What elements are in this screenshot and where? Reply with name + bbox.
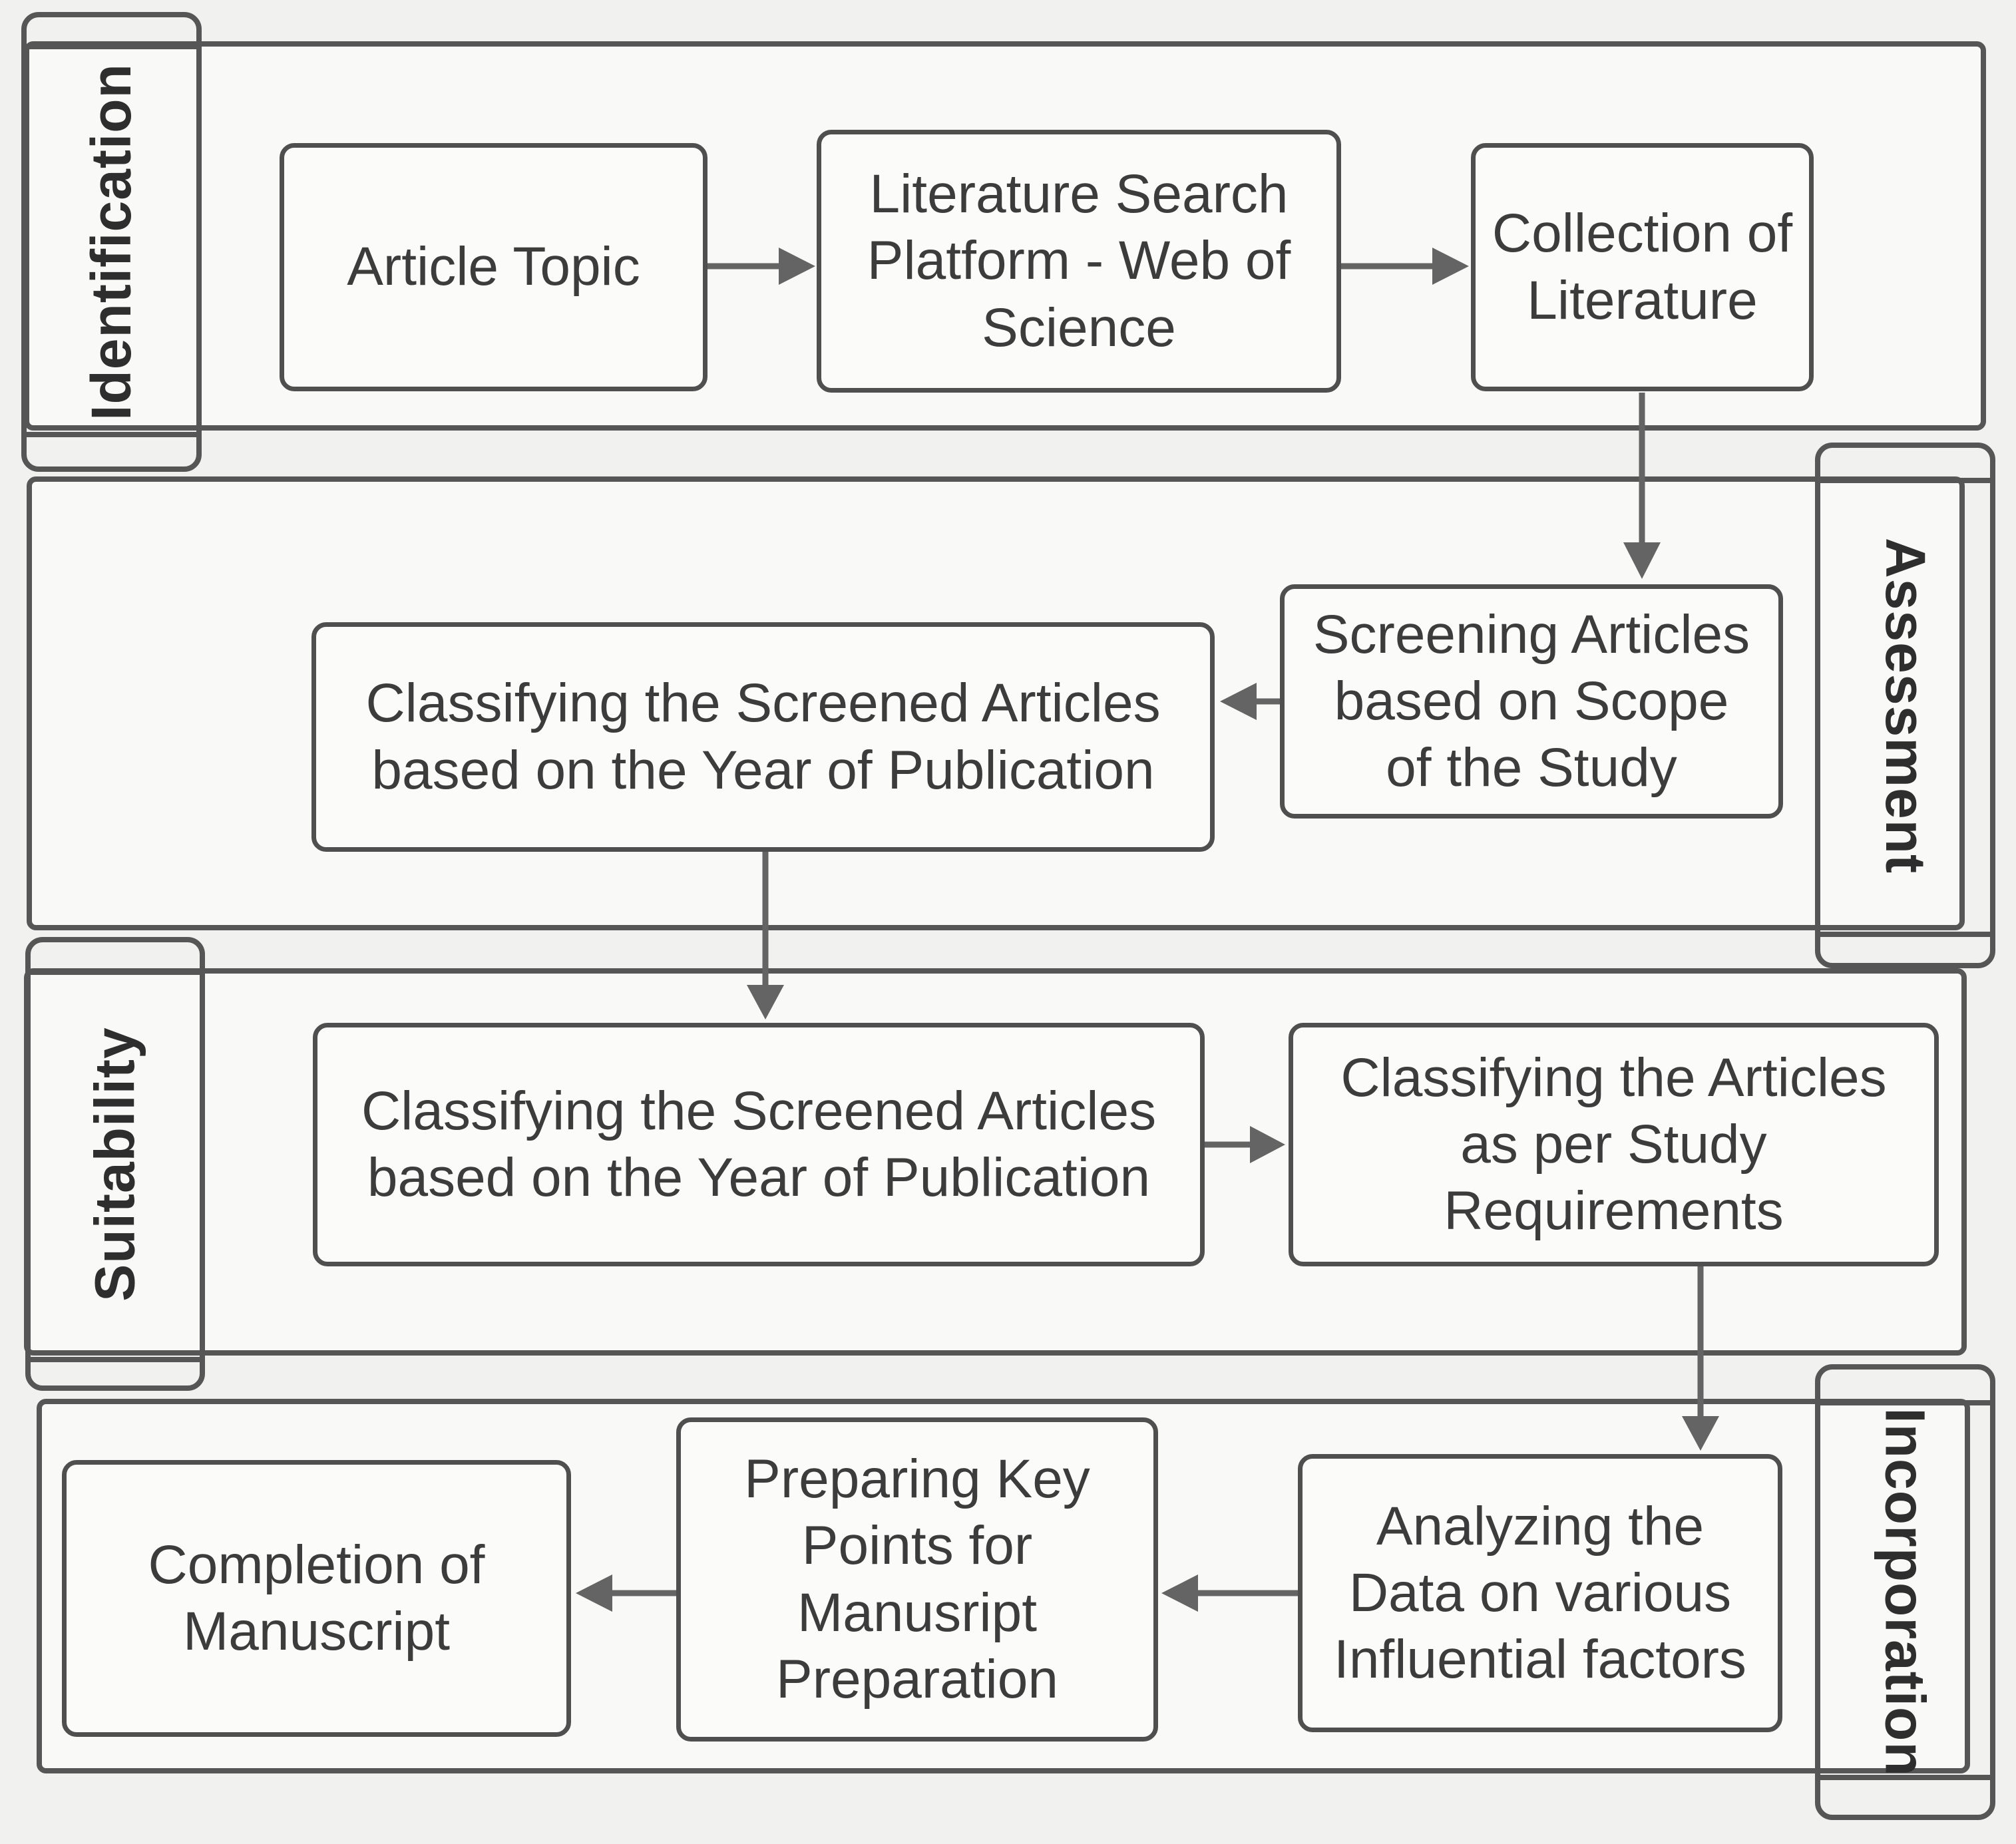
- lane-tab-identification: Identification: [21, 12, 202, 472]
- node-classifying-by-year-suitability: Classifying the Screened Articles based …: [313, 1023, 1205, 1266]
- node-literature-search: Literature Search Platform - Web of Scie…: [817, 130, 1341, 393]
- lane-label-incorporation: Incorporation: [1874, 1407, 1937, 1777]
- lane-label-suitability: Suitability: [83, 1026, 146, 1302]
- band-border-line: [31, 970, 200, 975]
- node-completion-of-manuscript: Completion of Manuscript: [62, 1460, 571, 1737]
- lane-label-assessment: Assessment: [1874, 537, 1937, 874]
- band-border-line: [27, 432, 196, 437]
- node-screening-articles: Screening Articles based on Scope of the…: [1280, 584, 1783, 819]
- lane-tab-incorporation: Incorporation: [1815, 1364, 1995, 1820]
- lane-label-identification: Identification: [80, 63, 143, 421]
- node-classifying-by-study-requirements: Classifying the Articles as per Study Re…: [1289, 1023, 1939, 1266]
- lane-tab-assessment: Assessment: [1815, 443, 1995, 968]
- band-border-line: [1820, 1775, 1990, 1780]
- node-classifying-by-year-assessment: Classifying the Screened Articles based …: [311, 622, 1215, 852]
- node-collection-of-literature: Collection of Literature: [1471, 143, 1814, 391]
- lane-tab-suitability: Suitability: [25, 937, 205, 1391]
- band-border-line: [1820, 1400, 1990, 1405]
- node-article-topic: Article Topic: [280, 143, 707, 391]
- band-border-line: [27, 44, 196, 49]
- node-preparing-key-points: Preparing Key Points for Manusript Prepa…: [676, 1417, 1158, 1742]
- band-border-line: [1820, 478, 1990, 483]
- node-analyzing-data: Analyzing the Data on various Influentia…: [1298, 1454, 1782, 1732]
- band-border-line: [1820, 932, 1990, 937]
- band-border-line: [31, 1357, 200, 1362]
